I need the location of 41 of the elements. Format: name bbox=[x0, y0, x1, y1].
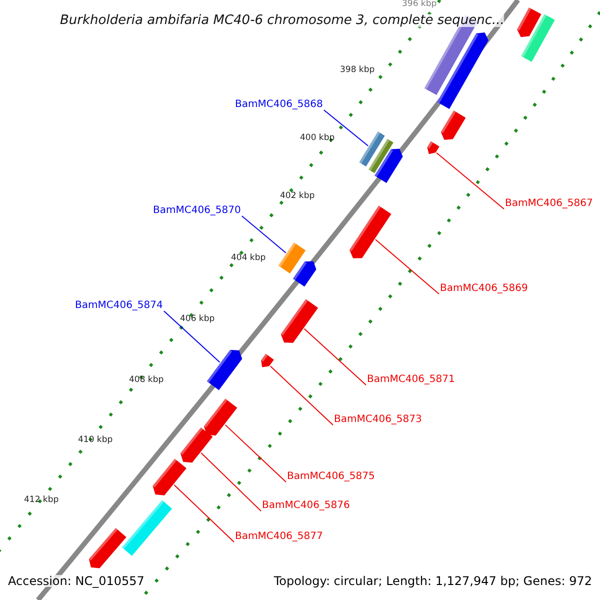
gene-bar bbox=[261, 354, 274, 368]
gene-bar bbox=[278, 242, 306, 274]
gene-label: BamMC406_5874 bbox=[75, 301, 163, 311]
gene-bar bbox=[88, 528, 126, 568]
leader-line bbox=[436, 152, 504, 210]
scale-label: 402 kbp bbox=[280, 192, 315, 200]
scale-label: 408 kbp bbox=[129, 376, 164, 384]
scale-label: 398 kbp bbox=[340, 66, 375, 74]
leader-line bbox=[224, 424, 286, 482]
leader-line bbox=[270, 366, 334, 426]
gene-label: BamMC406_5871 bbox=[367, 375, 455, 385]
leader-line bbox=[163, 310, 220, 363]
summary-text: Topology: circular; Length: 1,127,947 bp; Genes: 972 bbox=[274, 575, 592, 587]
gene-bar bbox=[350, 206, 392, 258]
leader-line bbox=[174, 484, 234, 542]
gene-bar bbox=[180, 427, 213, 463]
gene-label: BamMC406_5869 bbox=[440, 284, 528, 294]
gene-label: BamMC406_5870 bbox=[153, 206, 241, 216]
title: Burkholderia ambifaria MC40-6 chromosome 3, complete sequenc... bbox=[60, 14, 504, 27]
gene-label: BamMC406_5873 bbox=[334, 415, 422, 425]
leader-line bbox=[241, 216, 286, 254]
scale-label: 400 kbp bbox=[300, 134, 335, 142]
leader-line bbox=[200, 452, 262, 512]
gene-bar bbox=[204, 398, 238, 436]
gene-bar bbox=[206, 350, 242, 390]
gene-label: BamMC406_5868 bbox=[235, 100, 323, 110]
gene-label: BamMC406_5877 bbox=[235, 532, 323, 542]
gene-bar bbox=[152, 458, 186, 496]
scale-label: 406 kbp bbox=[180, 315, 215, 324]
leader-line bbox=[374, 239, 440, 294]
gene-label: BamMC406_5876 bbox=[262, 501, 350, 511]
leader-line bbox=[304, 328, 366, 386]
gene-bar bbox=[359, 132, 385, 166]
scale-label: 412 kbp bbox=[24, 496, 59, 504]
gene-bar bbox=[427, 141, 440, 154]
gene-bar bbox=[280, 299, 318, 343]
leader-line bbox=[323, 110, 369, 146]
gene-label: BamMC406_5867 bbox=[505, 199, 593, 209]
scale-label: 404 kbp bbox=[231, 254, 266, 262]
gene-label: BamMC406_5875 bbox=[287, 472, 375, 482]
scale-label: 410 kbp bbox=[78, 436, 113, 444]
